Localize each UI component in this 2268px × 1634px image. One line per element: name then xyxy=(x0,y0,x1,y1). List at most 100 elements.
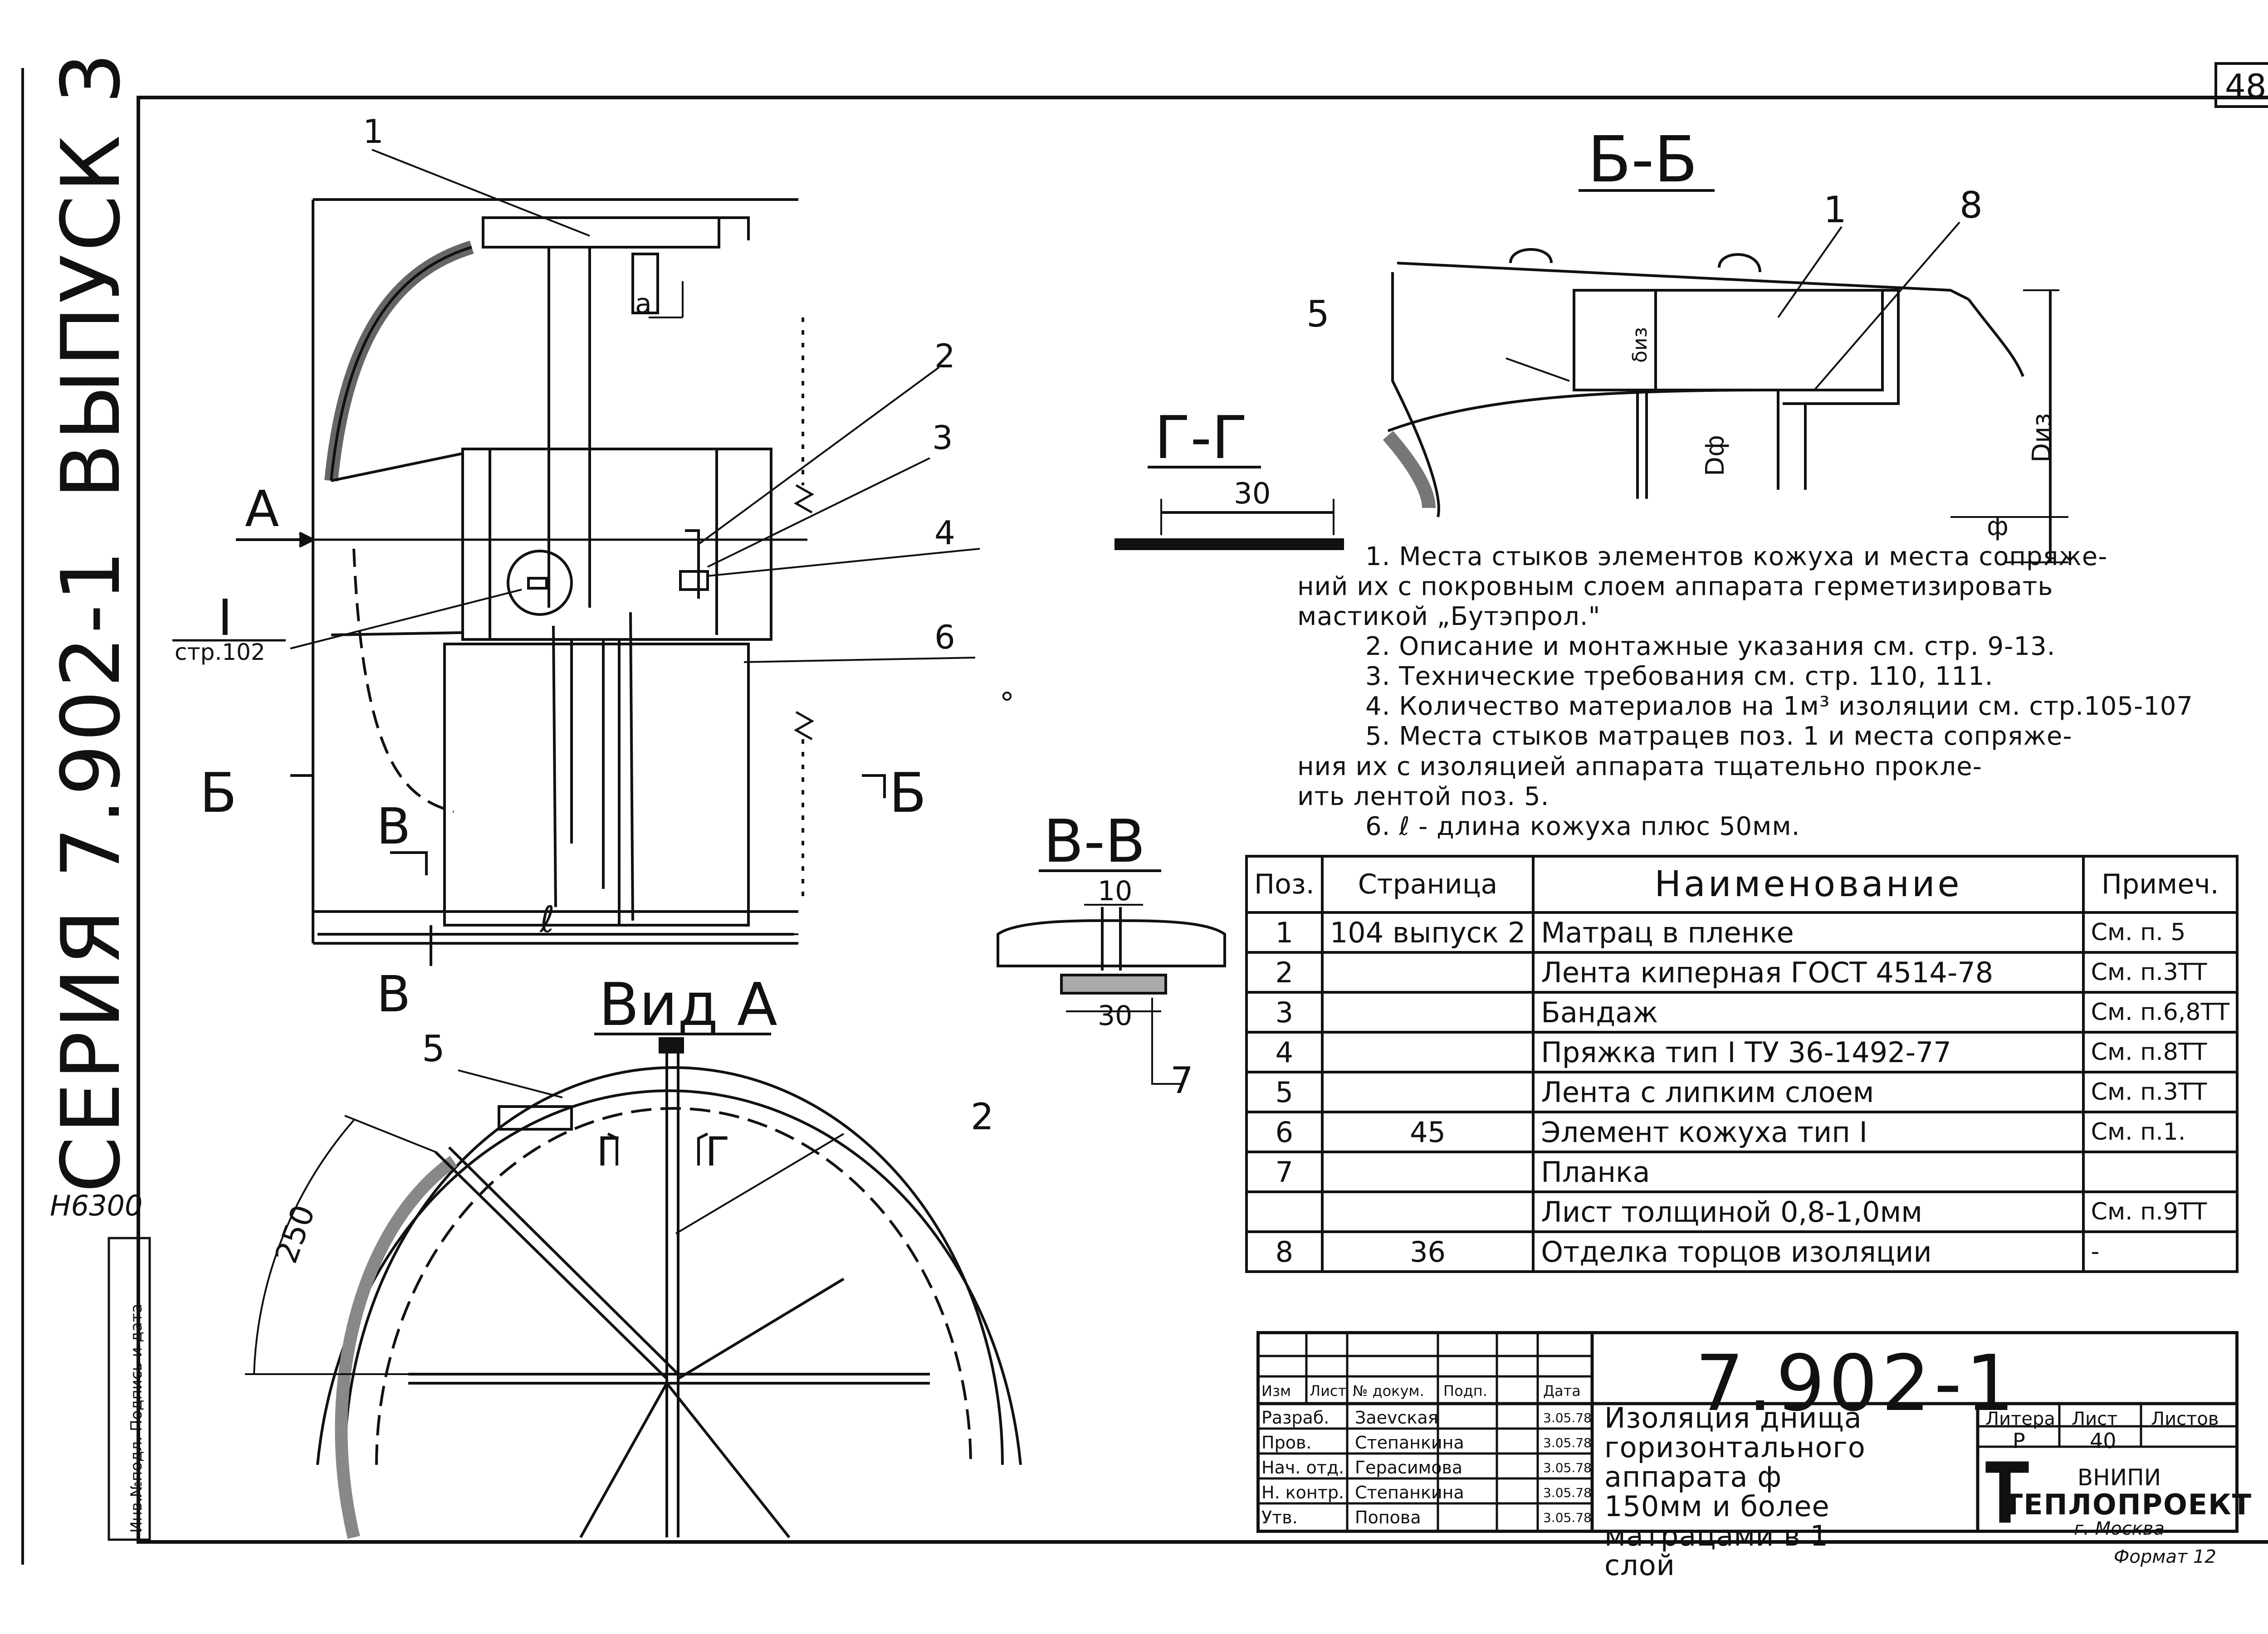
sig-name: Степанкина xyxy=(1355,1483,1464,1502)
vv-pos-7: 7 xyxy=(1170,1059,1193,1102)
spec-header-name: Наименование xyxy=(1532,855,2085,914)
spec-note: См. п.3ТТ xyxy=(2082,951,2239,994)
pos-4-label: 4 xyxy=(934,514,955,552)
note-line: ить лентой поз. 5. xyxy=(1297,781,1549,811)
section-v-bottom: В xyxy=(376,965,411,1023)
spec-note: См. п.3ТТ xyxy=(2082,1071,2239,1113)
pos-2-label: 2 xyxy=(934,337,955,375)
spec-row: 7 Планка xyxy=(1245,1151,2239,1193)
spec-name: Элемент кожуха тип I xyxy=(1532,1111,2085,1153)
sig-name: Герасимова xyxy=(1355,1458,1463,1478)
litera-header: Литера xyxy=(1985,1409,2055,1429)
sig-name: Заеvская xyxy=(1355,1408,1438,1428)
vv-dim-30: 30 xyxy=(1098,1000,1132,1032)
sheet-value: 40 xyxy=(2090,1429,2116,1453)
sheet-number-box xyxy=(2214,62,2268,108)
spec-header-row: Поз. Страница Наименование Примеч. xyxy=(1245,855,2239,914)
detail-i-label: I xyxy=(218,589,232,647)
head-list: Лист xyxy=(1310,1382,1347,1400)
spec-page xyxy=(1320,991,1535,1034)
spec-note: См. п.6,8ТТ xyxy=(2082,991,2239,1034)
main-view xyxy=(236,149,980,966)
section-gg xyxy=(1114,499,1344,550)
sig-role: Разраб. xyxy=(1261,1408,1330,1428)
view-vv-title: В-В xyxy=(1043,807,1145,876)
spec-name: Отделка торцов изоляции xyxy=(1532,1230,2085,1273)
bb-phi-label: ф xyxy=(1987,512,2009,541)
gg-dim-30: 30 xyxy=(1234,477,1271,511)
margin-stamp-box xyxy=(108,1237,151,1541)
title-block: 7.902-1 Изоляция днища горизонтального а… xyxy=(1256,1331,2251,1580)
spec-note: См. п. 5 xyxy=(2082,911,2239,954)
section-bb xyxy=(1383,221,2068,563)
margin-stamp-text: Инв.№подл. Подпись и дата xyxy=(127,1304,146,1533)
head-podp: Подп. xyxy=(1443,1382,1487,1400)
sig-name: Степанкина xyxy=(1355,1433,1464,1453)
sig-name: Попова xyxy=(1355,1507,1421,1527)
note-line: ния их с изоляцией аппарата тщательно пр… xyxy=(1297,751,1982,781)
view-a-pos-2: 2 xyxy=(971,1096,994,1138)
view-a xyxy=(245,1037,1022,1539)
org-line-2: ТЕПЛОПРОЕКТ xyxy=(2004,1488,2253,1521)
spec-pos xyxy=(1245,1190,1324,1233)
sig-role: Нач. отд. xyxy=(1261,1458,1344,1478)
sig-date: 3.05.78 xyxy=(1543,1435,1592,1450)
note-line: 5. Места стыков матрацев поз. 1 и места … xyxy=(1365,722,2072,751)
title-block-grid xyxy=(1256,1331,2239,1533)
head-data: Дата xyxy=(1543,1382,1581,1400)
section-v-top: В xyxy=(376,797,411,855)
view-a-section-g1: Г xyxy=(596,1128,621,1175)
format-label: Формат 12 xyxy=(2114,1546,2216,1567)
spec-note: См. п.8ТТ xyxy=(2082,1031,2239,1073)
sig-role: Н. контр. xyxy=(1261,1483,1344,1502)
section-vv xyxy=(997,904,1226,1085)
note-line: 1. Места стыков элементов кожуха и места… xyxy=(1365,542,2108,571)
spec-note xyxy=(2082,1151,2239,1193)
view-a-dim-250: 250 xyxy=(269,1200,323,1268)
spec-page: 45 xyxy=(1320,1111,1535,1153)
spec-page xyxy=(1320,1031,1535,1073)
head-doc: № докум. xyxy=(1353,1382,1424,1400)
spec-pos: 4 xyxy=(1245,1031,1324,1073)
sheet-header: Лист xyxy=(2072,1409,2118,1429)
note-line: 4. Количество материалов на 1м³ изоляции… xyxy=(1365,692,2194,722)
spec-pos: 7 xyxy=(1245,1151,1324,1193)
vv-dim-10: 10 xyxy=(1098,875,1132,907)
view-a-section-g2: Г xyxy=(705,1128,730,1175)
spec-pos: 3 xyxy=(1245,991,1324,1034)
document-code: 7.902-1 xyxy=(1695,1339,2019,1429)
head-izm: Изм xyxy=(1261,1382,1291,1400)
spec-name: Лента с липким слоем xyxy=(1532,1071,2085,1113)
bb-dp-label: Dф xyxy=(1701,435,1730,476)
spec-name: Планка xyxy=(1532,1151,2085,1193)
org-line-3: г. Москва xyxy=(2074,1518,2165,1539)
note-line: мастикой „Бутэпрол." xyxy=(1297,602,1601,632)
section-b-right: Б xyxy=(889,762,926,825)
section-b-left: Б xyxy=(200,762,237,825)
stray-dot xyxy=(1002,692,1012,701)
bb-diz-label: Dиз xyxy=(2027,413,2057,463)
note-line: 6. ℓ - длина кожуха плюс 50мм. xyxy=(1365,811,1800,841)
spec-page: 104 выпуск 2 xyxy=(1320,911,1535,954)
spec-page xyxy=(1320,1071,1535,1113)
spec-pos: 2 xyxy=(1245,951,1324,994)
spec-page: 36 xyxy=(1320,1230,1535,1273)
organization: ВНИПИ ТЕПЛОПРОЕКТ г. Москва xyxy=(2004,1466,2251,1539)
sheet-number: 48 xyxy=(2225,67,2267,105)
document-title: Изоляция днища горизонтального аппарата … xyxy=(1604,1401,1866,1582)
spec-note: - xyxy=(2082,1230,2239,1273)
view-a-title: Вид А xyxy=(599,970,777,1039)
spec-header-page: Страница xyxy=(1320,855,1535,914)
sig-role: Пров. xyxy=(1261,1433,1312,1453)
sig-date: 3.05.78 xyxy=(1543,1485,1592,1500)
spec-page xyxy=(1320,1190,1535,1233)
drawing-notes: 1. Места стыков элементов кожуха и места… xyxy=(1297,542,2241,842)
issue-label: ВЫПУСК 3 xyxy=(44,50,138,499)
bb-pos-5: 5 xyxy=(1306,293,1330,335)
spec-note: См. п.9ТТ xyxy=(2082,1190,2239,1233)
spec-page xyxy=(1320,1151,1535,1193)
